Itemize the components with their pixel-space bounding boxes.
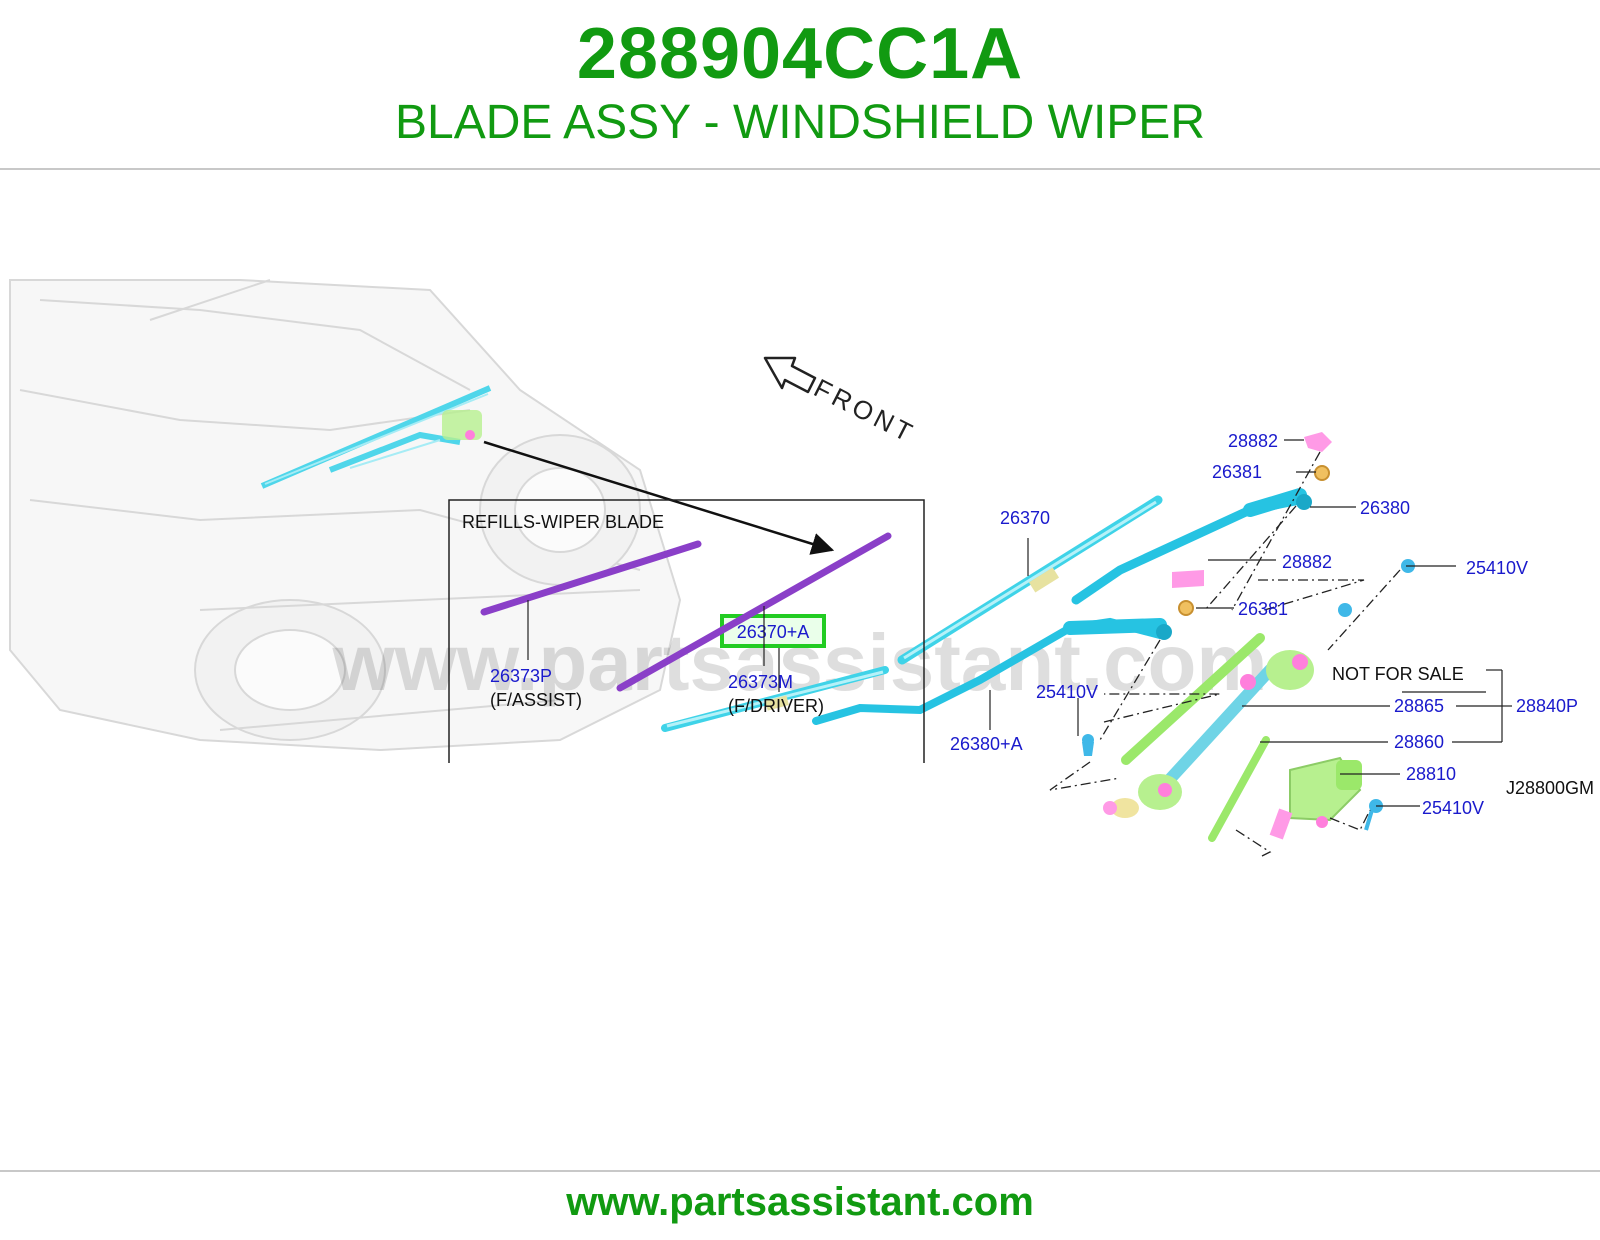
not-for-sale-label: NOT FOR SALE <box>1332 664 1464 684</box>
front-direction-indicator: FRONT <box>763 356 921 449</box>
vehicle-sketch <box>9 279 682 752</box>
refill-assist-code: 26373P <box>490 666 552 686</box>
pointer-arrow <box>483 440 835 555</box>
footer-url[interactable]: www.partsassistant.com <box>566 1180 1034 1224</box>
callout-28840p: 28840P <box>1516 696 1578 716</box>
diagram-code: J28800GM <box>1506 778 1594 798</box>
refill-assist-note: (F/ASSIST) <box>490 690 582 710</box>
footer-divider <box>0 1170 1600 1172</box>
leader-lines <box>778 439 1512 807</box>
callout-26381-mid: 26381 <box>1238 599 1288 619</box>
callout-25410v-top: 25410V <box>1466 558 1528 578</box>
callout-26370: 26370 <box>1000 508 1050 528</box>
callout-28810: 28810 <box>1406 764 1456 784</box>
callouts: 28882 26381 26380 26370 28882 25410V 263… <box>950 431 1578 818</box>
header: 288904CC1A BLADE ASSY - WINDSHIELD WIPER <box>0 0 1600 168</box>
callout-28882-mid: 28882 <box>1282 552 1332 572</box>
linkage-assembly <box>1103 633 1314 842</box>
refill-driver-code: 26373M <box>728 672 793 692</box>
refill-driver-note: (F/DRIVER) <box>728 696 824 716</box>
part-number: 288904CC1A <box>576 14 1024 94</box>
wiper-blade-driver-26370 <box>897 495 1163 665</box>
callout-28882-top: 28882 <box>1228 431 1278 451</box>
header-divider <box>0 168 1600 170</box>
callout-25410v-left: 25410V <box>1036 682 1098 702</box>
wiper-blade-assist-26370a <box>661 666 889 732</box>
small-parts <box>1082 432 1415 831</box>
refills-title: REFILLS-WIPER BLADE <box>462 512 664 532</box>
assembly-lines <box>1049 451 1401 857</box>
callout-26380a: 26380+A <box>950 734 1023 754</box>
front-label: FRONT <box>809 373 920 449</box>
wiper-arm-26380 <box>1071 488 1312 605</box>
callout-25410v-bottom: 25410V <box>1422 798 1484 818</box>
parts-diagram: FRONT www.partsassistant.com <box>0 270 1600 1080</box>
wiper-arm-26380a <box>812 617 1172 725</box>
callout-28860: 28860 <box>1394 732 1444 752</box>
diagram-svg: FRONT www.partsassistant.com <box>9 279 1594 857</box>
callout-28865: 28865 <box>1394 696 1444 716</box>
callout-26380: 26380 <box>1360 498 1410 518</box>
refills-box: REFILLS-WIPER BLADE 26373P (F/ASSIST) 26… <box>448 499 925 763</box>
callout-26370a-highlighted: 26370+A <box>737 622 810 642</box>
callout-26381-top: 26381 <box>1212 462 1262 482</box>
vehicle-wipers <box>260 385 492 489</box>
wiper-motor-28810 <box>1269 756 1362 840</box>
part-description: BLADE ASSY - WINDSHIELD WIPER <box>395 96 1205 149</box>
